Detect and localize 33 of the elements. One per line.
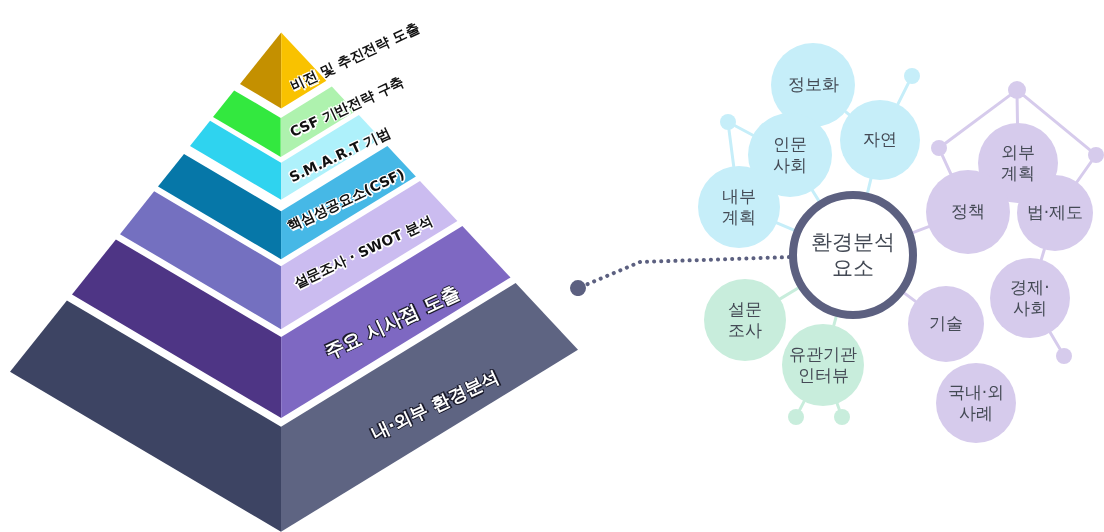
topic-circle: 국내·외 사례	[936, 363, 1016, 443]
connector-line	[1039, 248, 1046, 262]
connector-line	[733, 124, 755, 137]
topic-circle: 유관기관 인터뷰	[782, 324, 864, 406]
connector-line	[778, 286, 800, 301]
topic-circle: 설문 조사	[704, 279, 786, 361]
connector-line	[832, 315, 838, 327]
topic-circle: 기술	[908, 286, 984, 362]
topic-circle: 경제· 사회	[990, 258, 1070, 338]
connector-line	[727, 128, 736, 168]
connector-line	[1022, 94, 1092, 152]
connector-line	[896, 81, 910, 106]
connector-line	[798, 399, 806, 412]
node-dot	[788, 409, 804, 425]
topic-circle: 자연	[840, 100, 920, 180]
connector-line	[940, 153, 953, 176]
connector-line	[943, 93, 1012, 145]
connector-line	[1075, 160, 1093, 184]
connector-line	[1048, 331, 1062, 351]
node-dot	[1056, 348, 1072, 364]
dotted-connector	[570, 255, 791, 297]
node-dot	[720, 114, 736, 130]
connector-line	[775, 221, 796, 232]
connector-line	[866, 177, 873, 195]
node-dot	[931, 140, 947, 156]
node-dot	[1008, 81, 1026, 99]
connector-line	[902, 291, 917, 303]
connector-line	[1015, 97, 1019, 125]
node-dot	[904, 68, 920, 84]
node-dot	[1088, 147, 1104, 163]
node-dot	[834, 409, 850, 425]
center-circle: 환경분석 요소	[789, 191, 917, 319]
topic-circle: 정보화	[771, 43, 855, 127]
